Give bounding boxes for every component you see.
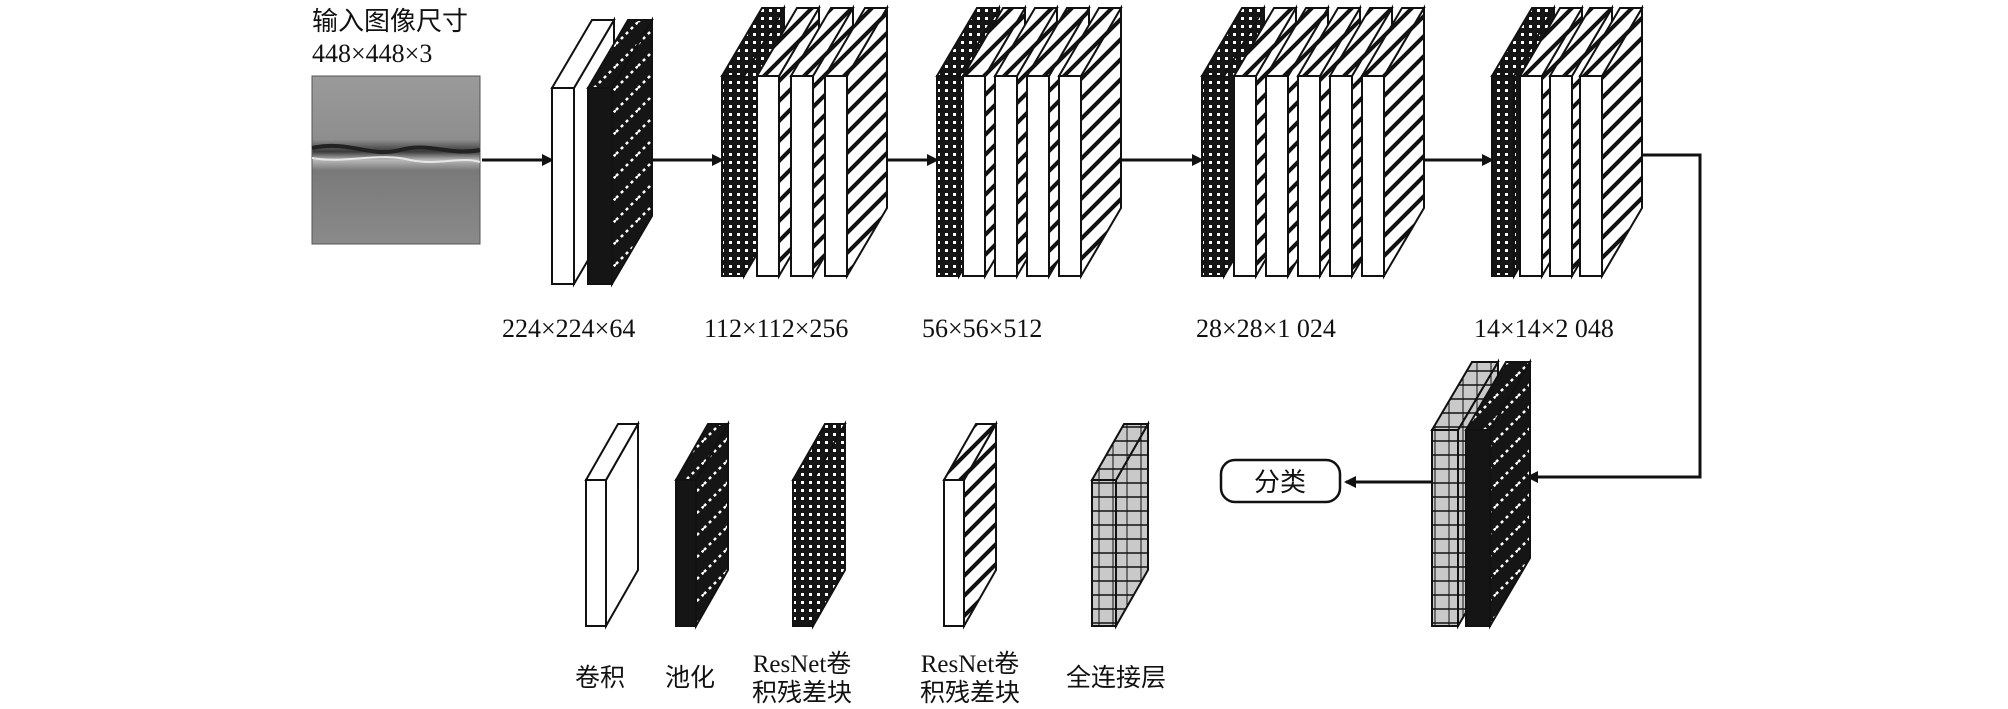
stage4-resnet-block-6 bbox=[1360, 4, 1426, 280]
stage5-resnet-block-4 bbox=[1578, 4, 1644, 280]
stage2-resnet-block-4 bbox=[823, 4, 889, 280]
legend-fc-label: 全连接层 bbox=[1066, 664, 1166, 692]
classification-label: 分类 bbox=[1254, 468, 1306, 497]
arrow-stage5-to-fc bbox=[1526, 153, 1702, 483]
legend-conv-icon bbox=[584, 420, 640, 630]
legend-conv-label: 卷积 bbox=[575, 664, 625, 692]
legend-pool-label: 池化 bbox=[665, 664, 715, 692]
legend-resnet-b-label-2: 积残差块 bbox=[920, 679, 1020, 707]
legend-resnet-b-icon bbox=[942, 420, 998, 630]
stage-label-4: 28×28×1 024 bbox=[1196, 314, 1336, 343]
legend-fc-icon bbox=[1090, 420, 1150, 630]
input-title: 输入图像尺寸 bbox=[312, 7, 468, 36]
input-image bbox=[311, 75, 481, 245]
stage-label-2: 112×112×256 bbox=[704, 314, 848, 343]
legend-resnet-a-label-2: 积残差块 bbox=[752, 679, 852, 707]
stage-label-5: 14×14×2 048 bbox=[1474, 314, 1614, 343]
input-size: 448×448×3 bbox=[312, 39, 432, 68]
stage1-pool-block bbox=[586, 16, 654, 288]
legend-resnet-a-label-1: ResNet卷 bbox=[753, 650, 852, 678]
classification-box: 分类 bbox=[1219, 458, 1342, 504]
layer-blocks bbox=[550, 4, 1644, 630]
legend-resnet-b-label-1: ResNet卷 bbox=[921, 650, 1020, 678]
fc-pool-block bbox=[1464, 358, 1532, 630]
stage-label-3: 56×56×512 bbox=[922, 314, 1042, 343]
stage-label-1: 224×224×64 bbox=[502, 314, 635, 343]
legend-pool-icon bbox=[674, 420, 730, 630]
stage3-resnet-block-5 bbox=[1057, 4, 1123, 280]
legend-resnet-a-icon bbox=[791, 420, 847, 630]
